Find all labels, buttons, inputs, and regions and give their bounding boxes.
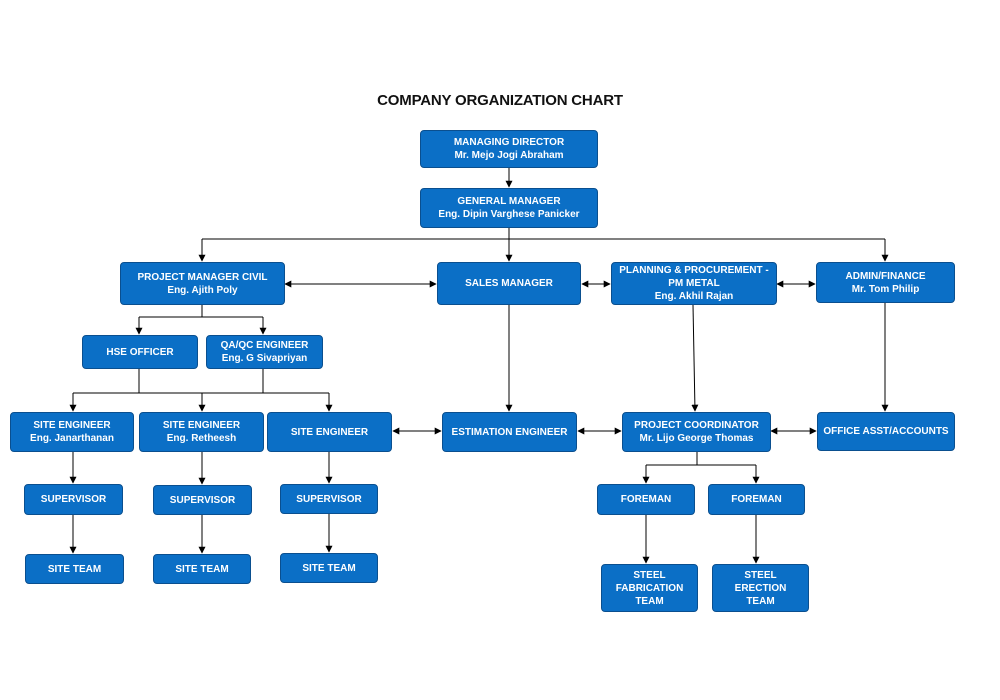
node-foreman-2: FOREMAN: [708, 484, 805, 515]
node-label-line: SITE ENGINEER: [33, 420, 111, 431]
node-site-engineer-2: SITE ENGINEER Eng. Retheesh: [139, 412, 264, 452]
node-planning-procurement: PLANNING & PROCUREMENT - PM METAL Eng. Akh…: [611, 262, 777, 305]
connector-plan-pc: [691, 304, 699, 412]
node-label-line: SITE TEAM: [175, 563, 229, 575]
node-estimation-engineer: ESTIMATION ENGINEER: [442, 412, 577, 452]
node-label-line: SUPERVISOR: [296, 493, 362, 505]
node-supervisor-1: SUPERVISOR: [24, 484, 123, 515]
node-label-line: Eng. Janarthanan: [30, 433, 114, 444]
node-label-line: Eng. G Sivapriyan: [221, 353, 308, 364]
node-foreman-1: FOREMAN: [597, 484, 695, 515]
node-site-team-1: SITE TEAM: [25, 554, 124, 584]
node-site-engineer-1: SITE ENGINEER Eng. Janarthanan: [10, 412, 134, 452]
node-label-line: ADMIN/FINANCE: [845, 270, 926, 282]
node-managing-director: MANAGING DIRECTOR Mr. Mejo Jogi Abraham: [420, 130, 598, 168]
node-hse-officer: HSE OFFICER: [82, 335, 198, 369]
node-label-line: Eng. Dipin Varghese Panicker: [438, 209, 580, 220]
node-label-line: Mr. Tom Philip: [851, 283, 920, 295]
node-label-line: Eng. Ajith Poly: [167, 284, 238, 296]
node-label-line: FOREMAN: [620, 494, 672, 505]
node-label-line: PLANNING & PROCUREMENT -: [619, 265, 769, 276]
node-label-line: SITE TEAM: [47, 563, 102, 575]
node-label-line: QA/QC ENGINEER: [220, 340, 309, 351]
node-label-line: TEAM: [746, 595, 775, 607]
node-label-line: SALES MANAGER: [465, 278, 553, 289]
node-label-line: PROJECT COORDINATOR: [634, 420, 759, 431]
node-label-line: GENERAL MANAGER: [457, 196, 561, 207]
node-label-line: ERECTION: [734, 582, 787, 594]
node-label-line: SITE ENGINEER: [162, 420, 241, 431]
node-label-line: Eng. Retheesh: [166, 433, 237, 444]
node-label-line: PROJECT MANAGER CIVIL: [137, 271, 268, 283]
node-label-line: ESTIMATION ENGINEER: [451, 426, 568, 438]
node-label-line: FABRICATION: [615, 582, 684, 594]
node-site-team-2: SITE TEAM: [153, 554, 251, 584]
node-label-line: OFFICE ASST/ACCOUNTS: [823, 426, 949, 437]
node-label-line: STEEL: [744, 569, 777, 581]
node-site-engineer-3: SITE ENGINEER: [267, 412, 392, 452]
node-site-team-3: SITE TEAM: [280, 553, 378, 583]
node-label-line: Mr. Mejo Jogi Abraham: [454, 150, 564, 161]
node-office-asst-accounts: OFFICE ASST/ACCOUNTS: [817, 412, 955, 451]
node-label-line: SUPERVISOR: [169, 494, 236, 506]
node-label-line: SITE ENGINEER: [290, 426, 369, 438]
connector-pmc-branch: [139, 305, 263, 318]
node-label-line: MANAGING DIRECTOR: [453, 137, 565, 148]
node-sales-manager: SALES MANAGER: [437, 262, 581, 305]
node-label-line: Eng. Akhil Rajan: [654, 291, 734, 302]
node-label-line: Mr. Lijo George Thomas: [639, 433, 754, 444]
node-label-line: SUPERVISOR: [40, 494, 107, 505]
node-label-line: PM METAL: [668, 278, 720, 289]
node-label-line: FOREMAN: [731, 494, 782, 505]
chart-title: COMPANY ORGANIZATION CHART: [377, 92, 623, 109]
node-label-line: HSE OFFICER: [106, 346, 174, 358]
node-supervisor-2: SUPERVISOR: [153, 485, 252, 515]
node-label-line: TEAM: [635, 595, 664, 607]
node-qa-qc-engineer: QA/QC ENGINEER Eng. G Sivapriyan: [206, 335, 323, 369]
connector-pc-branch: [646, 452, 756, 466]
node-project-coordinator: PROJECT COORDINATOR Mr. Lijo George Thoma…: [622, 412, 771, 452]
node-supervisor-3: SUPERVISOR: [280, 484, 378, 514]
node-label-line: SITE TEAM: [302, 562, 356, 574]
node-label-line: STEEL: [633, 569, 666, 581]
connector-gm-bus: [202, 228, 885, 240]
node-general-manager: GENERAL MANAGER Eng. Dipin Varghese Panic…: [420, 188, 598, 228]
